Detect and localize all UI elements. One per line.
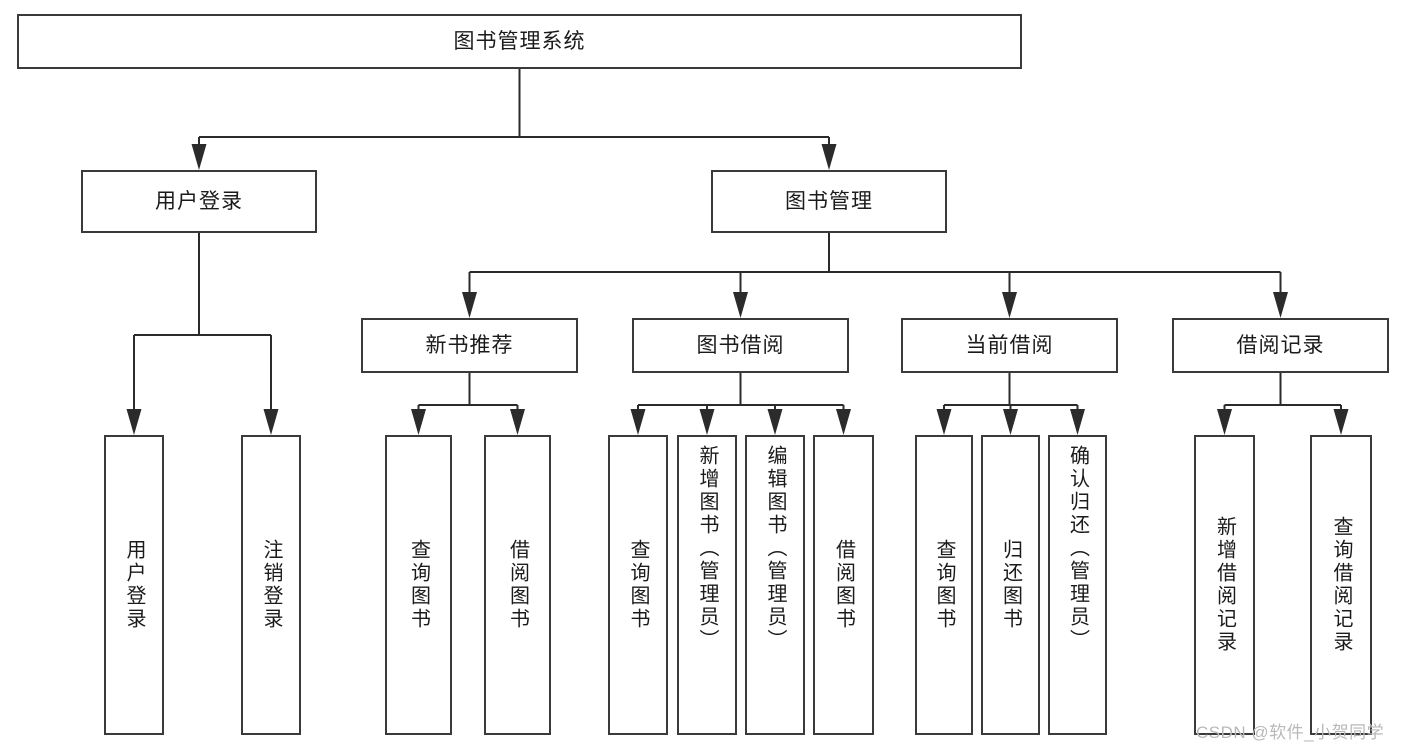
node-l7[interactable]: 编辑图书（管理员） bbox=[745, 435, 805, 735]
node-label-vertical: 查询图书 bbox=[407, 539, 430, 631]
node-l12[interactable]: 新增借阅记录 bbox=[1194, 435, 1255, 735]
node-newbook[interactable]: 新书推荐 bbox=[361, 318, 578, 373]
node-label-vertical: 用户登录 bbox=[123, 539, 145, 631]
node-label-vertical: 借阅图书 bbox=[832, 539, 855, 631]
node-label: 新书推荐 bbox=[425, 333, 514, 357]
node-l2[interactable]: 注销登录 bbox=[241, 435, 301, 735]
node-l9[interactable]: 查询图书 bbox=[915, 435, 973, 735]
node-label-vertical: 新增图书（管理员） bbox=[696, 445, 718, 652]
node-label: 图书借阅 bbox=[696, 333, 785, 357]
node-label: 借阅记录 bbox=[1236, 333, 1325, 357]
node-borrow[interactable]: 图书借阅 bbox=[632, 318, 849, 373]
node-label-vertical: 注销登录 bbox=[260, 539, 282, 631]
node-label-vertical: 归还图书 bbox=[999, 539, 1022, 631]
node-label: 图书管理 bbox=[785, 189, 873, 213]
node-l5[interactable]: 查询图书 bbox=[608, 435, 668, 735]
node-label-vertical: 查询图书 bbox=[627, 539, 649, 631]
node-l6[interactable]: 新增图书（管理员） bbox=[677, 435, 737, 735]
node-current[interactable]: 当前借阅 bbox=[901, 318, 1118, 373]
node-label: 当前借阅 bbox=[965, 333, 1054, 357]
node-l1[interactable]: 用户登录 bbox=[104, 435, 164, 735]
node-l8[interactable]: 借阅图书 bbox=[813, 435, 874, 735]
node-l10[interactable]: 归还图书 bbox=[981, 435, 1040, 735]
node-label-vertical: 确认归还（管理员） bbox=[1066, 445, 1089, 652]
node-l4[interactable]: 借阅图书 bbox=[484, 435, 551, 735]
node-label-vertical: 借阅图书 bbox=[506, 539, 529, 631]
node-l11[interactable]: 确认归还（管理员） bbox=[1048, 435, 1107, 735]
node-login[interactable]: 用户登录 bbox=[81, 170, 317, 233]
node-bookmgmt[interactable]: 图书管理 bbox=[711, 170, 947, 233]
node-l13[interactable]: 查询借阅记录 bbox=[1310, 435, 1372, 735]
node-l3[interactable]: 查询图书 bbox=[385, 435, 452, 735]
watermark-label: CSDN @软件_小贺同学 bbox=[1196, 723, 1385, 742]
node-record[interactable]: 借阅记录 bbox=[1172, 318, 1389, 373]
node-label: 用户登录 bbox=[155, 189, 243, 213]
node-label-vertical: 新增借阅记录 bbox=[1213, 516, 1236, 654]
node-label: 图书管理系统 bbox=[453, 29, 586, 53]
node-root[interactable]: 图书管理系统 bbox=[17, 14, 1022, 69]
node-label-vertical: 查询借阅记录 bbox=[1330, 516, 1352, 654]
node-label-vertical: 编辑图书（管理员） bbox=[764, 445, 786, 652]
node-label-vertical: 查询图书 bbox=[933, 539, 955, 631]
